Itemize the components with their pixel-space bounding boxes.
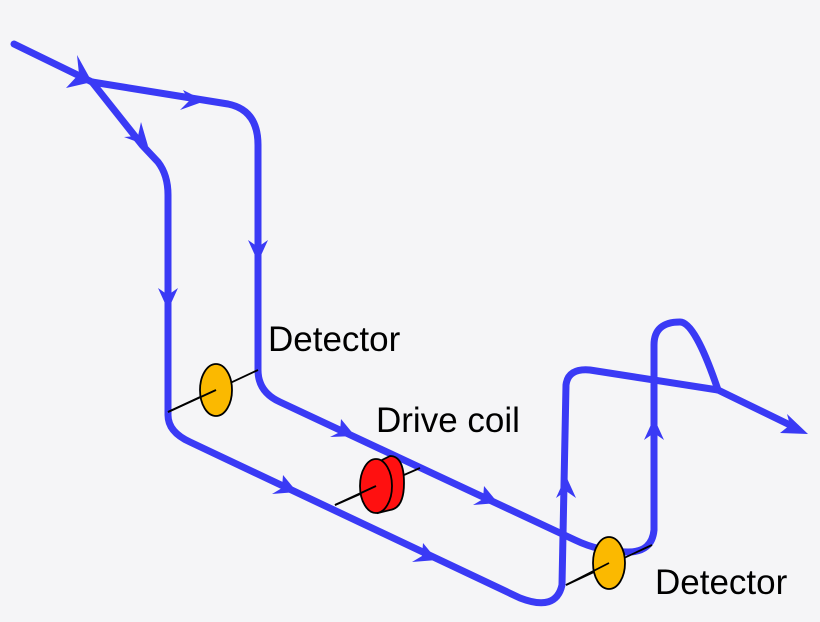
detector-bottom (565, 536, 653, 590)
flow-arrows (66, 55, 808, 562)
detector-top (167, 363, 259, 417)
outlet-pipe (714, 386, 794, 429)
tube-outer (88, 78, 722, 556)
arrow-icon (66, 55, 92, 88)
arrow-icon (473, 486, 498, 505)
arrow-icon (330, 419, 355, 437)
detector-top-label: Detector (268, 320, 401, 359)
arrow-icon (780, 414, 808, 434)
arrow-icon (412, 543, 437, 562)
drive-coil-label: Drive coil (376, 401, 520, 440)
arrow-icon (158, 288, 178, 310)
tube-inner (88, 78, 722, 607)
arrow-icon (248, 240, 268, 262)
arrow-icon (644, 418, 664, 440)
detector-bottom-label: Detector (655, 563, 788, 602)
arrow-icon (180, 90, 205, 110)
arrow-icon (124, 122, 148, 146)
drive-coil (334, 455, 421, 515)
arrow-icon (272, 475, 297, 494)
arrow-icon (556, 476, 576, 498)
